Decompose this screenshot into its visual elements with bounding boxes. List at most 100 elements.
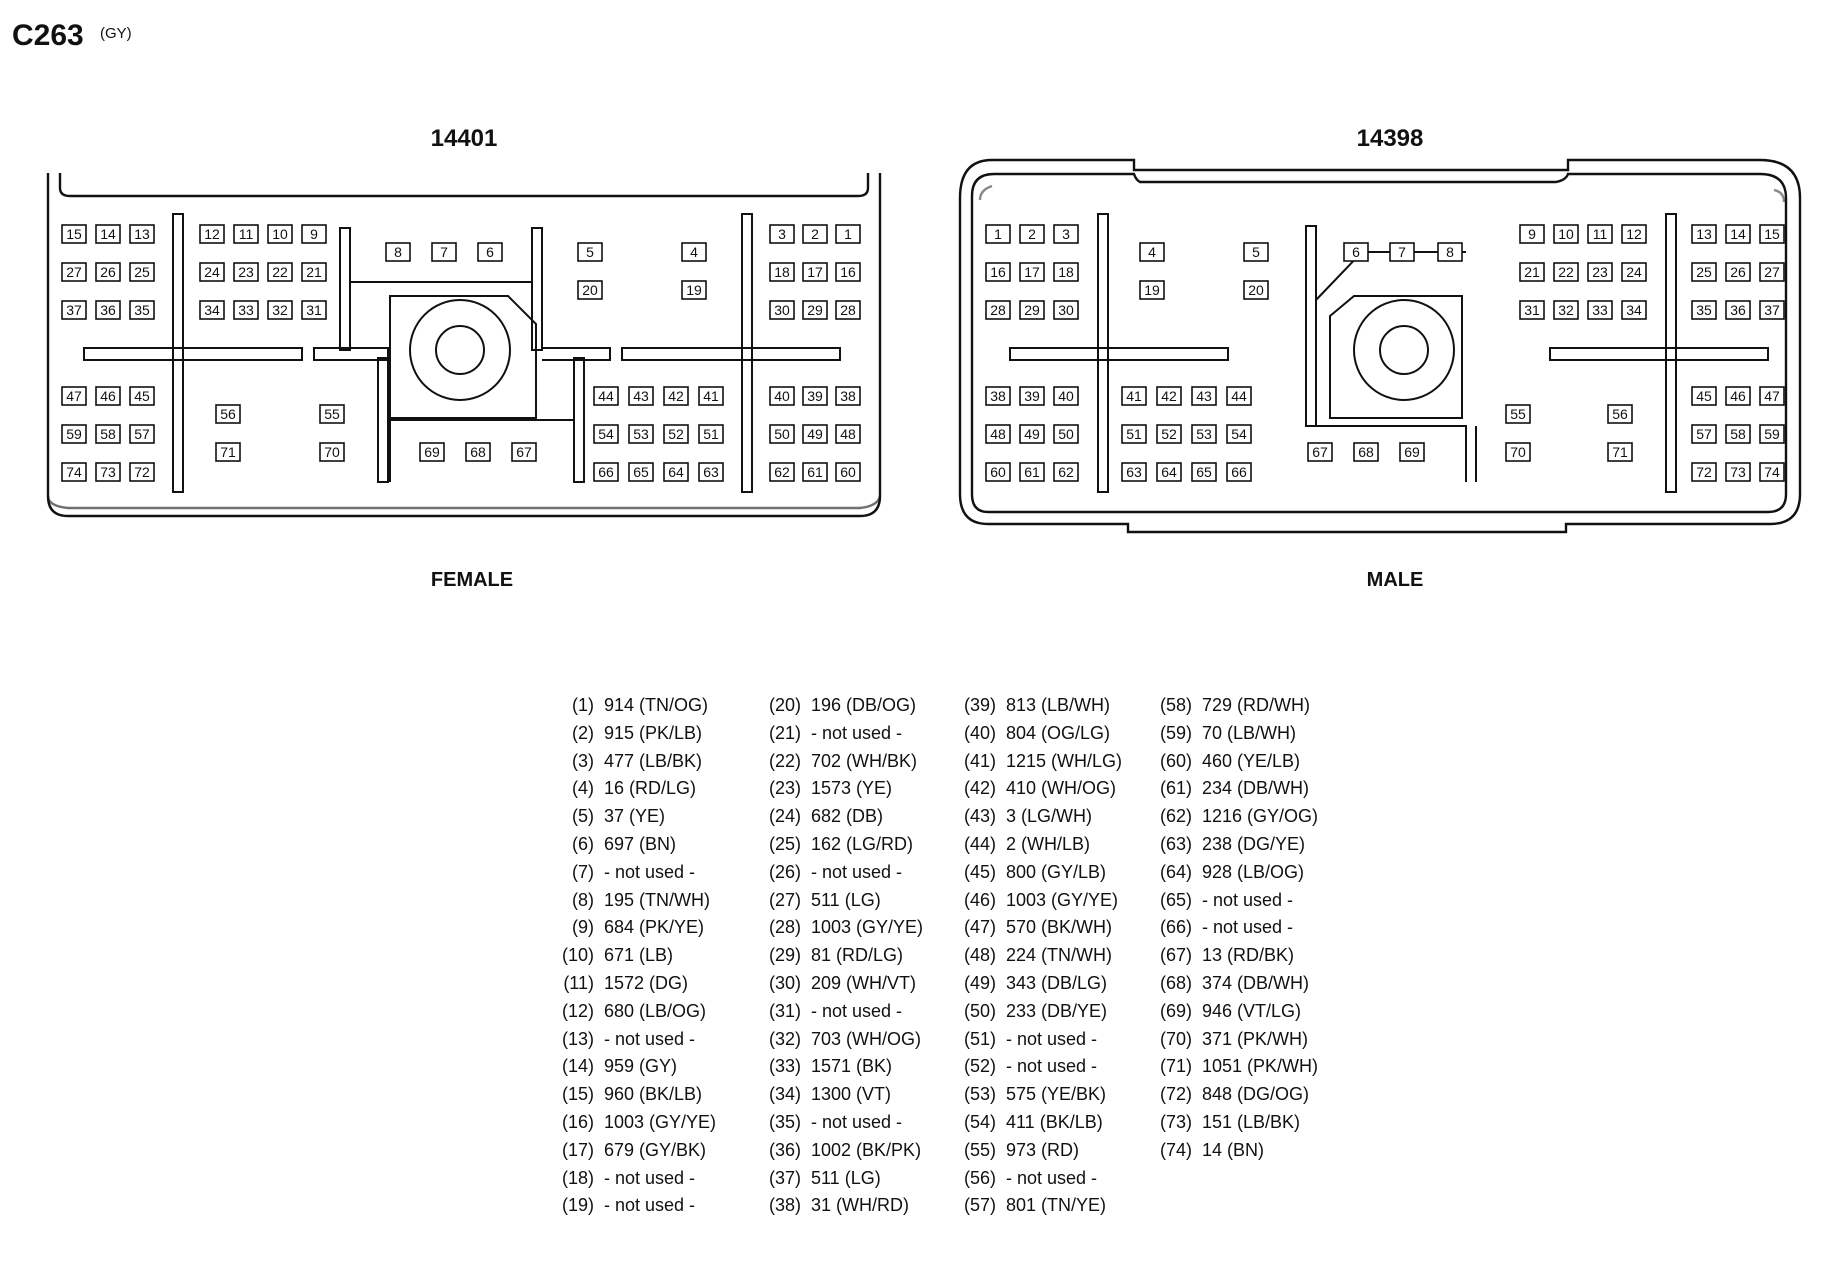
pin-10: 10 — [267, 224, 293, 244]
legend-circuit: - not used - — [811, 861, 903, 882]
pin-number: 28 — [840, 302, 856, 318]
legend-circuit: 1216 (GY/OG) — [1202, 806, 1319, 827]
legend-pin-number: (22) — [768, 750, 801, 771]
pin-44: 44 — [1226, 386, 1252, 406]
legend-row: (43)3 (LG/WH) — [954, 803, 1154, 831]
legend-row: (37)511 (LG) — [759, 1165, 959, 1193]
legend-circuit: 411 (BK/LB) — [1006, 1111, 1103, 1132]
legend-circuit: 151 (LB/BK) — [1202, 1111, 1301, 1132]
legend-pin-number: (35) — [768, 1111, 801, 1132]
legend-circuit: 343 (DB/LG) — [1006, 972, 1108, 993]
pin-box — [769, 462, 795, 482]
pin-71: 71 — [215, 442, 241, 462]
pin-number: 55 — [1510, 406, 1526, 422]
legend-pin-number: (12) — [561, 1000, 594, 1021]
pin-box — [199, 224, 225, 244]
pin-number: 39 — [807, 388, 823, 404]
pin-28: 28 — [985, 300, 1011, 320]
pin-21: 21 — [301, 262, 327, 282]
legend-pin-number: (16) — [561, 1111, 594, 1132]
legend-row: (39)813 (LB/WH) — [954, 692, 1154, 720]
legend-circuit: 460 (YE/LB) — [1202, 750, 1301, 771]
legend-pin-number: (33) — [768, 1056, 801, 1077]
legend-row: (41)1215 (WH/LG) — [954, 748, 1154, 776]
pin-box — [1243, 242, 1269, 262]
pin-14: 14 — [95, 224, 121, 244]
legend-circuit: - not used - — [1006, 1167, 1098, 1188]
pin-box — [1121, 462, 1147, 482]
pin-box — [301, 224, 327, 244]
pin-number: 52 — [1161, 426, 1177, 442]
legend-pin-number: (6) — [572, 833, 594, 854]
pin-2: 2 — [1019, 224, 1045, 244]
pin-box — [663, 424, 689, 444]
pin-box — [1725, 424, 1751, 444]
pin-46: 46 — [95, 386, 121, 406]
pin-number: 58 — [100, 426, 116, 442]
pin-number: 46 — [1730, 388, 1746, 404]
pin-box — [698, 386, 724, 406]
pin-17: 17 — [1019, 262, 1045, 282]
pin-72: 72 — [129, 462, 155, 482]
legend-circuit: - not used - — [604, 861, 696, 882]
pin-box — [769, 262, 795, 282]
pin-35: 35 — [129, 300, 155, 320]
legend-pin-number: (47) — [963, 917, 996, 938]
pin-number: 8 — [1446, 244, 1454, 260]
legend-pin-number: (9) — [572, 917, 594, 938]
pin-box — [1759, 424, 1785, 444]
pin-box — [1191, 424, 1217, 444]
pin-number: 65 — [633, 464, 649, 480]
legend-pin-number: (68) — [1159, 972, 1192, 993]
pin-box — [1019, 262, 1045, 282]
pin-number: 54 — [1231, 426, 1247, 442]
pin-box — [985, 386, 1011, 406]
pin-40: 40 — [769, 386, 795, 406]
pin-23: 23 — [233, 262, 259, 282]
pin-number: 49 — [1024, 426, 1040, 442]
pin-number: 59 — [66, 426, 82, 442]
legend-row: (20)196 (DB/OG) — [759, 692, 959, 720]
pin-box — [1191, 386, 1217, 406]
legend-row: (35)- not used - — [759, 1109, 959, 1137]
pin-55: 55 — [319, 404, 345, 424]
pin-box — [301, 300, 327, 320]
pin-54: 54 — [593, 424, 619, 444]
legend-pin-number: (66) — [1159, 917, 1192, 938]
pin-box — [61, 262, 87, 282]
pin-box — [1725, 300, 1751, 320]
pin-number: 57 — [1696, 426, 1712, 442]
pin-number: 42 — [1161, 388, 1177, 404]
pin-2: 2 — [802, 224, 828, 244]
legend-pin-number: (71) — [1159, 1056, 1192, 1077]
pin-box — [215, 442, 241, 462]
legend-row: (64)928 (LB/OG) — [1150, 859, 1350, 887]
legend-pin-number: (54) — [963, 1111, 996, 1132]
pin-number: 16 — [990, 264, 1006, 280]
pin-box — [1505, 442, 1531, 462]
pin-1: 1 — [985, 224, 1011, 244]
pin-box — [1226, 386, 1252, 406]
legend-pin-number: (57) — [963, 1195, 996, 1216]
pin-number: 49 — [807, 426, 823, 442]
legend-pin-number: (62) — [1159, 806, 1192, 827]
legend-circuit: - not used - — [1006, 1056, 1098, 1077]
pin-24: 24 — [1621, 262, 1647, 282]
pin-8: 8 — [1437, 242, 1463, 262]
legend-row: (36)1002 (BK/PK) — [759, 1137, 959, 1165]
legend-pin-number: (40) — [963, 722, 996, 743]
pin-number: 30 — [774, 302, 790, 318]
legend-pin-number: (70) — [1159, 1028, 1192, 1049]
pin-number: 50 — [1058, 426, 1074, 442]
pin-box — [129, 224, 155, 244]
pin-16: 16 — [835, 262, 861, 282]
pin-27: 27 — [1759, 262, 1785, 282]
pin-box — [985, 262, 1011, 282]
legend-row: (13)- not used - — [552, 1026, 752, 1054]
pin-74: 74 — [1759, 462, 1785, 482]
legend-row: (33)1571 (BK) — [759, 1053, 959, 1081]
pin-box — [835, 462, 861, 482]
legend-circuit: 1300 (VT) — [811, 1084, 892, 1105]
pin-number: 40 — [774, 388, 790, 404]
